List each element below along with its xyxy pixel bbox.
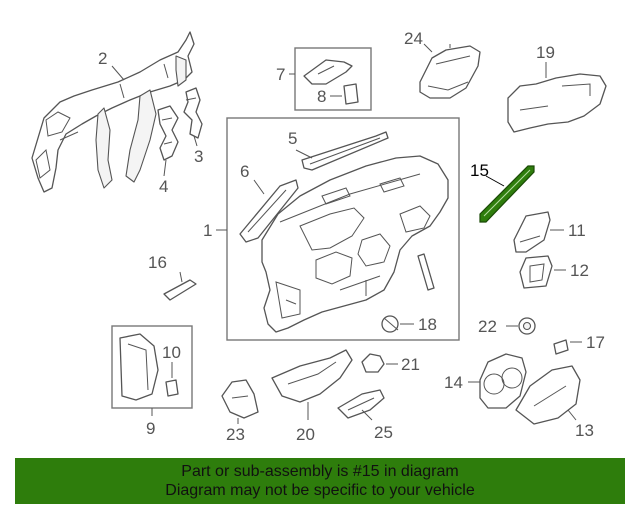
callout-20: 20 <box>296 425 315 444</box>
part-7-cover[interactable] <box>303 59 353 85</box>
callout-3: 3 <box>194 147 203 166</box>
callout-1: 1 <box>203 221 212 240</box>
part-21-knob[interactable] <box>361 353 385 373</box>
part-13-lower-panel[interactable] <box>515 365 581 425</box>
part-10-clip[interactable] <box>165 379 179 397</box>
part-22-grommet[interactable] <box>518 317 536 335</box>
callout-6: 6 <box>240 162 249 181</box>
callout-14: 14 <box>444 373 463 392</box>
part-23-bracket[interactable] <box>221 379 259 419</box>
banner-line-2: Diagram may not be specific to your vehi… <box>165 482 475 499</box>
callout-4: 4 <box>159 177 168 196</box>
callout-21: 21 <box>401 355 420 374</box>
exploded-parts-diagram: 2 3 4 5 6 1 7 8 24 19 15 11 12 16 18 22 … <box>31 29 607 444</box>
callout-23: 23 <box>226 425 245 444</box>
part-16-clip[interactable] <box>163 279 197 301</box>
part-6-side-trim[interactable] <box>239 179 299 243</box>
callout-25: 25 <box>374 423 393 442</box>
part-15-trim-strip[interactable] <box>479 165 535 223</box>
callout-5: 5 <box>288 129 297 148</box>
callout-16: 16 <box>148 253 167 272</box>
callout-22: 22 <box>478 317 497 336</box>
callout-15: 15 <box>470 161 489 180</box>
part-12-bezel[interactable] <box>519 255 553 289</box>
part-8-clip[interactable] <box>343 83 359 105</box>
part-14-instrument-cluster[interactable] <box>479 353 527 409</box>
callout-18: 18 <box>418 315 437 334</box>
diagram-notice-banner: Part or sub-assembly is #15 in diagram D… <box>15 458 625 504</box>
callout-12: 12 <box>570 261 589 280</box>
part-5-defroster-grille[interactable] <box>301 131 389 171</box>
part-20-duct[interactable] <box>271 349 353 403</box>
part-19-side-panel[interactable] <box>507 73 607 133</box>
part-1-group-box <box>226 117 460 341</box>
callout-7: 7 <box>276 65 285 84</box>
callout-24: 24 <box>404 29 423 48</box>
callout-17: 17 <box>586 333 605 352</box>
part-3-bracket[interactable] <box>183 87 203 139</box>
banner-line-1: Part or sub-assembly is #15 in diagram <box>181 463 459 480</box>
part-24-storage-bin[interactable] <box>419 45 481 99</box>
callout-9: 9 <box>146 419 155 438</box>
part-1-harness-clip[interactable] <box>417 253 435 291</box>
part-9-end-cap[interactable] <box>119 333 159 401</box>
part-17-cap[interactable] <box>553 339 569 355</box>
callout-19: 19 <box>536 43 555 62</box>
part-18-switch[interactable] <box>381 315 399 333</box>
part-2-crossbeam[interactable] <box>31 31 195 193</box>
part-7-group-box <box>294 47 372 111</box>
part-25-bracket[interactable] <box>337 389 385 419</box>
callout-8: 8 <box>317 87 326 106</box>
part-11-vent[interactable] <box>513 211 551 253</box>
callout-11: 11 <box>568 221 586 240</box>
callout-13: 13 <box>575 421 594 440</box>
callout-2: 2 <box>98 49 107 68</box>
callout-10: 10 <box>162 343 181 362</box>
part-1-instrument-panel[interactable] <box>261 155 449 333</box>
part-4-bracket[interactable] <box>157 105 179 161</box>
